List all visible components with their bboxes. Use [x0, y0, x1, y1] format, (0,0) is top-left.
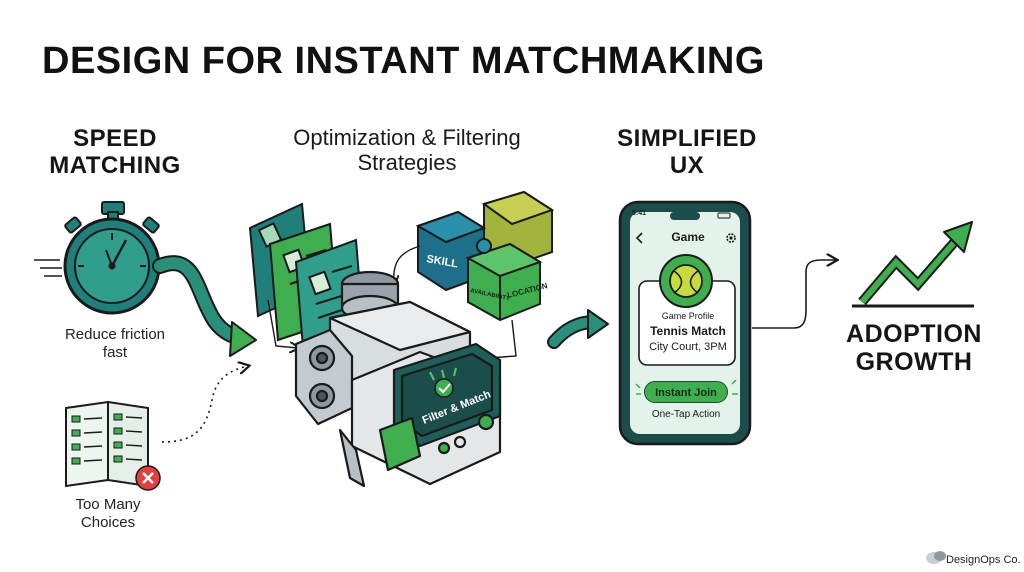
heading-line: MATCHING — [49, 151, 181, 179]
back-chevron-icon[interactable] — [635, 232, 643, 244]
tennis-ball-icon — [659, 254, 713, 308]
optimization-heading: Optimization & Filtering Strategies — [262, 125, 552, 175]
instant-join-button[interactable]: Instant Join — [644, 381, 728, 403]
heading-line: SPEED — [73, 125, 157, 152]
block-label-skill: SKILL — [425, 253, 459, 270]
too-many-choices-caption: Too Many Choices — [48, 496, 168, 532]
heading-line: Strategies — [357, 149, 457, 175]
gear-icon[interactable] — [726, 233, 736, 243]
caption-line: Choices — [80, 514, 136, 531]
stopwatch-icon — [34, 201, 161, 315]
phone-status-time: 5:41 — [632, 210, 647, 217]
caption-line: Too Many — [75, 496, 141, 513]
main-title: DESIGN FOR INSTANT MATCHMAKING — [42, 40, 765, 82]
error-icon — [135, 465, 161, 491]
menu-icon — [65, 400, 149, 488]
match-place: City Court, 3PM — [649, 341, 727, 353]
heading-line: SIMPLIFIED — [617, 125, 757, 152]
speed-matching-heading: SPEED MATCHING — [30, 125, 200, 180]
heading-line: ADOPTION — [846, 320, 982, 348]
game-profile-label: Game Profile — [661, 311, 715, 321]
one-tap-caption: One-Tap Action — [651, 409, 721, 420]
caption-line: Reduce friction — [64, 326, 166, 343]
heading-line: GROWTH — [855, 348, 973, 376]
heading-line: Optimization & Filtering — [293, 125, 521, 150]
simplified-ux-heading: SIMPLIFIED UX — [592, 125, 782, 180]
growth-arrow-icon — [852, 221, 974, 308]
reduce-friction-caption: Reduce friction fast — [40, 326, 190, 362]
adoption-growth-heading: ADOPTION GROWTH — [822, 320, 1006, 376]
puzzle-icon — [415, 190, 555, 322]
phone-header-title: Game — [671, 230, 705, 244]
brand-logo-icon — [926, 551, 946, 564]
match-name: Tennis Match — [650, 324, 726, 338]
brand-mark: DesignOps Co. — [926, 550, 1021, 568]
heading-line: UX — [669, 151, 705, 179]
brand-name: DesignOps Co. — [946, 554, 1021, 566]
caption-line: fast — [102, 344, 128, 361]
